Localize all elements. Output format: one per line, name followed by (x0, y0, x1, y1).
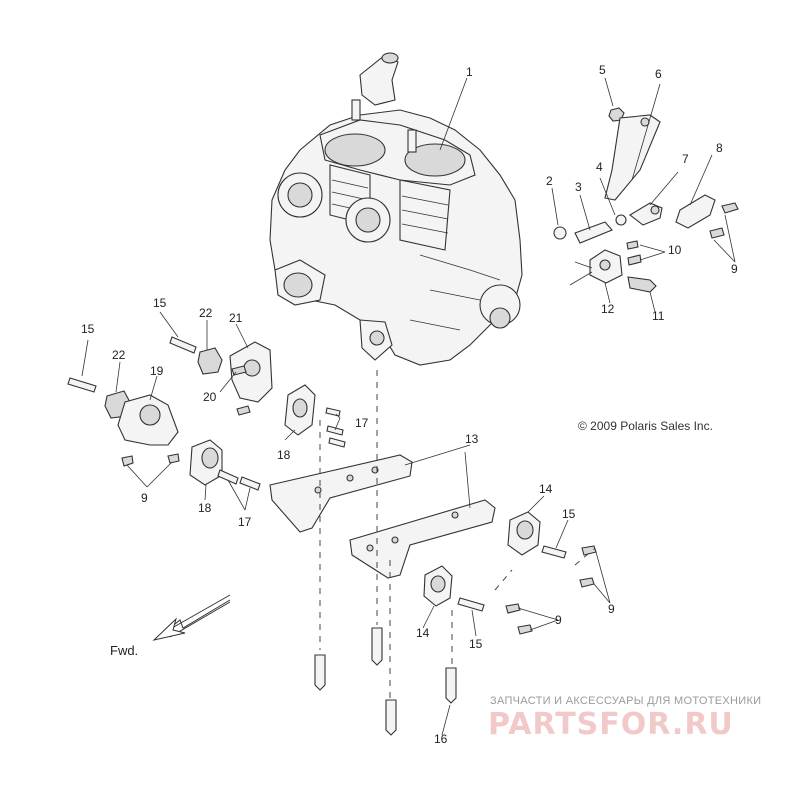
bushing-part-22 (197, 347, 223, 375)
spacer-part-3 (574, 221, 613, 244)
callout-18a: 18 (277, 448, 291, 462)
callout-20: 20 (203, 390, 217, 404)
callout-1: 1 (466, 65, 473, 79)
mounting-rails-part-13 (269, 444, 496, 579)
callout-11: 11 (652, 309, 665, 323)
callout-16: 16 (434, 732, 448, 746)
bolt-part-9 (709, 227, 725, 239)
callout-6: 6 (655, 67, 662, 81)
engine-assembly (269, 52, 523, 366)
callout-14a: 14 (539, 482, 553, 496)
callout-9d: 9 (608, 602, 615, 616)
washer-part-2 (553, 226, 567, 240)
forward-label: Fwd. (110, 643, 138, 658)
watermark-tagline: ЗАПЧАСТИ И АКСЕССУАРЫ ДЛЯ МОТОТЕХНИКИ (490, 695, 761, 707)
callout-15a: 15 (153, 296, 167, 310)
plate-part-8 (675, 194, 716, 229)
pin-part-15 (169, 336, 197, 354)
callout-14b: 14 (416, 626, 430, 640)
callout-2: 2 (546, 174, 553, 188)
callout-4: 4 (596, 160, 603, 174)
callout-19: 19 (150, 364, 164, 378)
callout-7: 7 (682, 152, 689, 166)
bolt-part-9 (721, 202, 739, 214)
callout-5: 5 (599, 63, 606, 77)
callout-12: 12 (601, 302, 615, 316)
callout-15d: 15 (469, 637, 483, 651)
callout-17b: 17 (238, 515, 252, 529)
forward-direction-indicator: Fwd. (110, 594, 231, 658)
copyright-notice: © 2009 Polaris Sales Inc. (578, 419, 713, 433)
callout-labels: 1 2 3 4 5 6 7 8 9 10 11 12 13 14 14 15 1… (81, 63, 738, 746)
bolt-part-11 (627, 276, 657, 293)
callout-22b: 22 (112, 348, 126, 362)
front-mount-group (67, 311, 273, 511)
callout-15c: 15 (562, 507, 576, 521)
bracket-part-6 (604, 114, 661, 201)
callout-13: 13 (465, 432, 479, 446)
callout-18b: 18 (198, 501, 212, 515)
bolt-part-10 (627, 254, 642, 266)
assembly-centerlines (319, 370, 596, 698)
lower-mounts-group (314, 495, 611, 736)
callout-21: 21 (229, 311, 243, 325)
callout-8: 8 (716, 141, 723, 155)
center-mount-group (284, 384, 346, 448)
callout-9a: 9 (731, 262, 738, 276)
callout-17a: 17 (355, 416, 369, 430)
callout-3: 3 (575, 180, 582, 194)
pin-part-15 (67, 377, 97, 393)
ring-part-4 (615, 214, 627, 226)
bolt-part-10 (626, 240, 639, 250)
watermark: ЗАПЧАСТИ И АКСЕССУАРЫ ДЛЯ МОТОТЕХНИКИ PA… (488, 695, 761, 742)
watermark-brand: PARTSFOR.RU (488, 707, 734, 742)
rail-upper (269, 454, 413, 533)
callout-9b: 9 (141, 491, 148, 505)
callout-22a: 22 (199, 306, 213, 320)
callout-10: 10 (668, 243, 682, 257)
rear-mount-bracket-group (439, 77, 739, 313)
rail-lower (349, 499, 496, 579)
callout-15b: 15 (81, 322, 95, 336)
callout-9c: 9 (555, 613, 562, 627)
